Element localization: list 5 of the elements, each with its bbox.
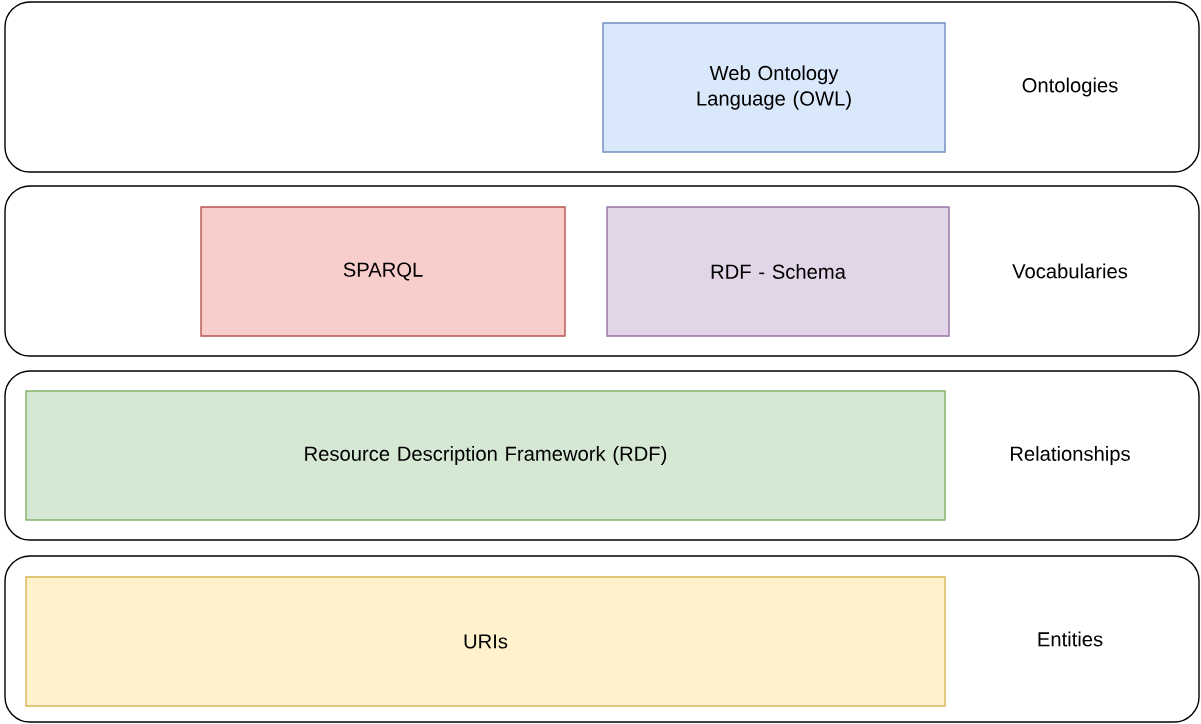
layer-box: RDF - Schema <box>606 206 950 337</box>
layer-box: Resource Description Framework (RDF) <box>25 390 946 521</box>
layer-box: SPARQL <box>200 206 566 337</box>
layer-box: Web Ontology Language (OWL) <box>602 22 946 153</box>
layer-box: URIs <box>25 576 946 707</box>
